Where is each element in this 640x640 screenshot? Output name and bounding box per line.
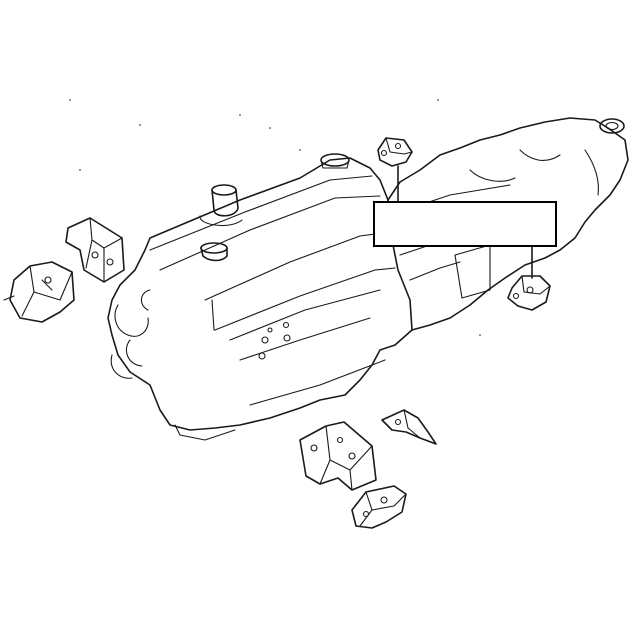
oil-cap bbox=[200, 242, 228, 262]
crossmember-bracket bbox=[381, 409, 437, 445]
rear-right-mount bbox=[507, 246, 551, 311]
transmission-housing bbox=[387, 117, 629, 331]
engine-block bbox=[107, 157, 413, 441]
upper-rear-mount bbox=[377, 137, 413, 202]
front-left-mount-bracket bbox=[65, 217, 125, 283]
oil-filler-neck bbox=[199, 184, 243, 227]
lower-mount-bracket bbox=[299, 421, 377, 491]
radiator-cap bbox=[320, 153, 350, 169]
front-left-insulator bbox=[3, 261, 75, 323]
background-speckles bbox=[69, 99, 481, 336]
callout-label-box bbox=[373, 201, 557, 247]
lower-insulator bbox=[351, 485, 407, 529]
